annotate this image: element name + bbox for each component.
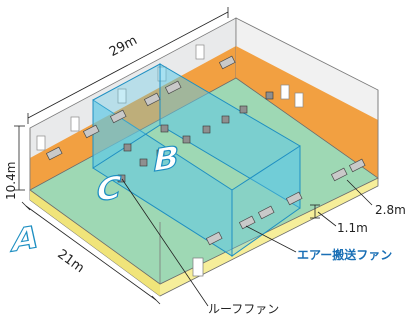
length-label: 29m (107, 33, 140, 60)
roof-fans (117, 91, 274, 183)
fan-dimension-markers (310, 179, 373, 227)
fan-height-label: 2.8m (375, 203, 406, 217)
dimension-height: 10.4m (4, 125, 25, 200)
width-label: 21m (54, 247, 86, 276)
zone-panels (92, 63, 301, 257)
fans (45, 55, 366, 246)
front-edges (29, 90, 379, 284)
zone-a-label: A (9, 218, 42, 260)
callout-air-fan: エアー搬送ファン (245, 225, 392, 262)
fan-spacing-label: 1.1m (337, 221, 368, 235)
air-fan-label: エアー搬送ファン (297, 247, 392, 262)
height-label: 10.4m (4, 162, 18, 200)
callout-roof-fan: ルーフファン (121, 178, 279, 316)
door (192, 257, 204, 277)
roof-fan-label: ルーフファン (208, 302, 279, 316)
